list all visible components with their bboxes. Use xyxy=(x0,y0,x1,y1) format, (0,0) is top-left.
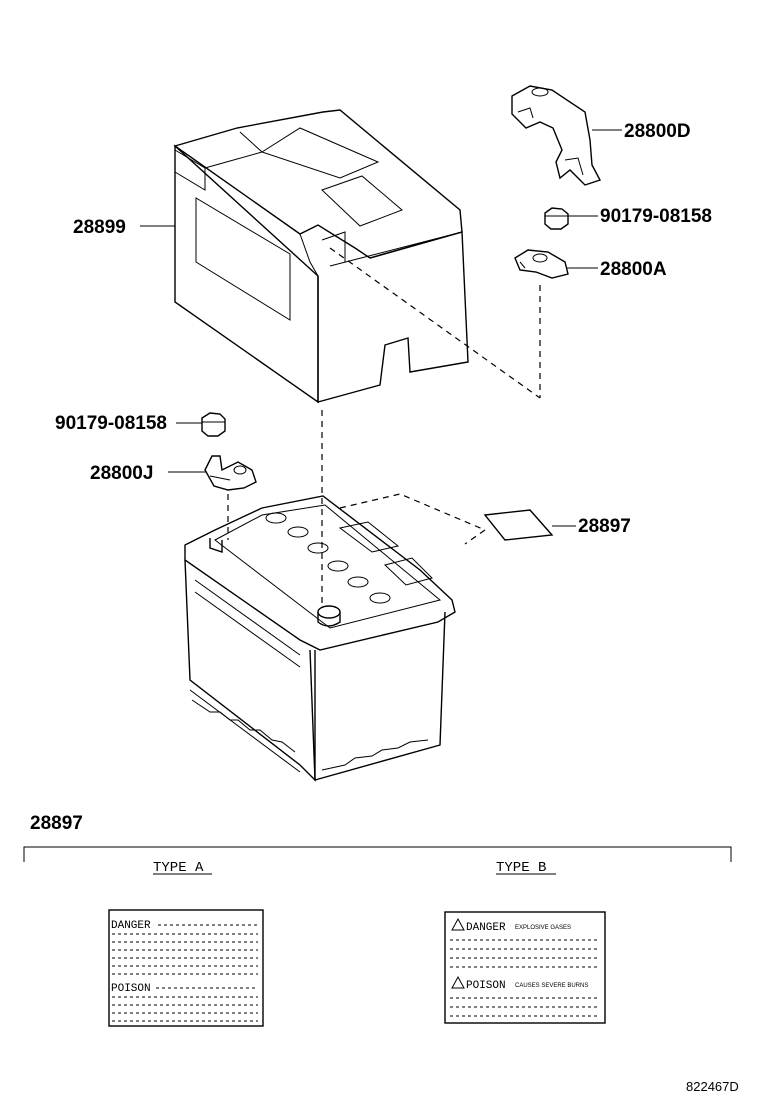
label-type-a: DANGER POISON xyxy=(108,909,264,1027)
terminal-clamp-28800J xyxy=(204,455,257,491)
type-b-poison-note: CAUSES SEVERE BURNS xyxy=(515,983,588,989)
label-90179-08158-left: 90179-08158 xyxy=(55,413,167,434)
battery-cover-28899 xyxy=(173,109,469,404)
label-28800J: 28800J xyxy=(90,463,153,484)
label-type-b: DANGER EXPLOSIVE GASES POISON CAUSES SEV… xyxy=(444,911,606,1024)
nut-90179-08158-left xyxy=(201,412,226,437)
label-28800A: 28800A xyxy=(600,259,667,280)
terminal-cover-28800D xyxy=(511,85,602,186)
warning-triangle-icon xyxy=(451,975,465,989)
section-bracket xyxy=(23,846,732,862)
nut-90179-08158-top xyxy=(544,207,569,230)
type-a-danger-text: DANGER xyxy=(111,920,151,932)
type-b-danger-text: DANGER xyxy=(466,922,506,934)
terminal-clamp-28800A xyxy=(514,249,569,279)
diagram-code: 822467D xyxy=(686,1079,739,1094)
warning-triangle-icon xyxy=(451,917,465,931)
type-a-heading: TYPE A xyxy=(153,860,204,876)
label-28899: 28899 xyxy=(73,217,126,238)
type-b-danger-note: EXPLOSIVE GASES xyxy=(515,925,571,931)
leader-lines xyxy=(140,129,622,527)
type-b-poison-text: POISON xyxy=(466,980,506,992)
assembly-lines xyxy=(227,247,541,605)
type-b-heading: TYPE B xyxy=(496,860,546,876)
warning-label-sheet xyxy=(483,509,554,541)
label-28800D: 28800D xyxy=(624,121,691,142)
section-title-28897: 28897 xyxy=(30,813,83,834)
type-a-poison-text: POISON xyxy=(111,983,151,995)
label-90179-08158-top: 90179-08158 xyxy=(600,206,712,227)
label-28897: 28897 xyxy=(578,516,631,537)
battery xyxy=(184,495,456,782)
